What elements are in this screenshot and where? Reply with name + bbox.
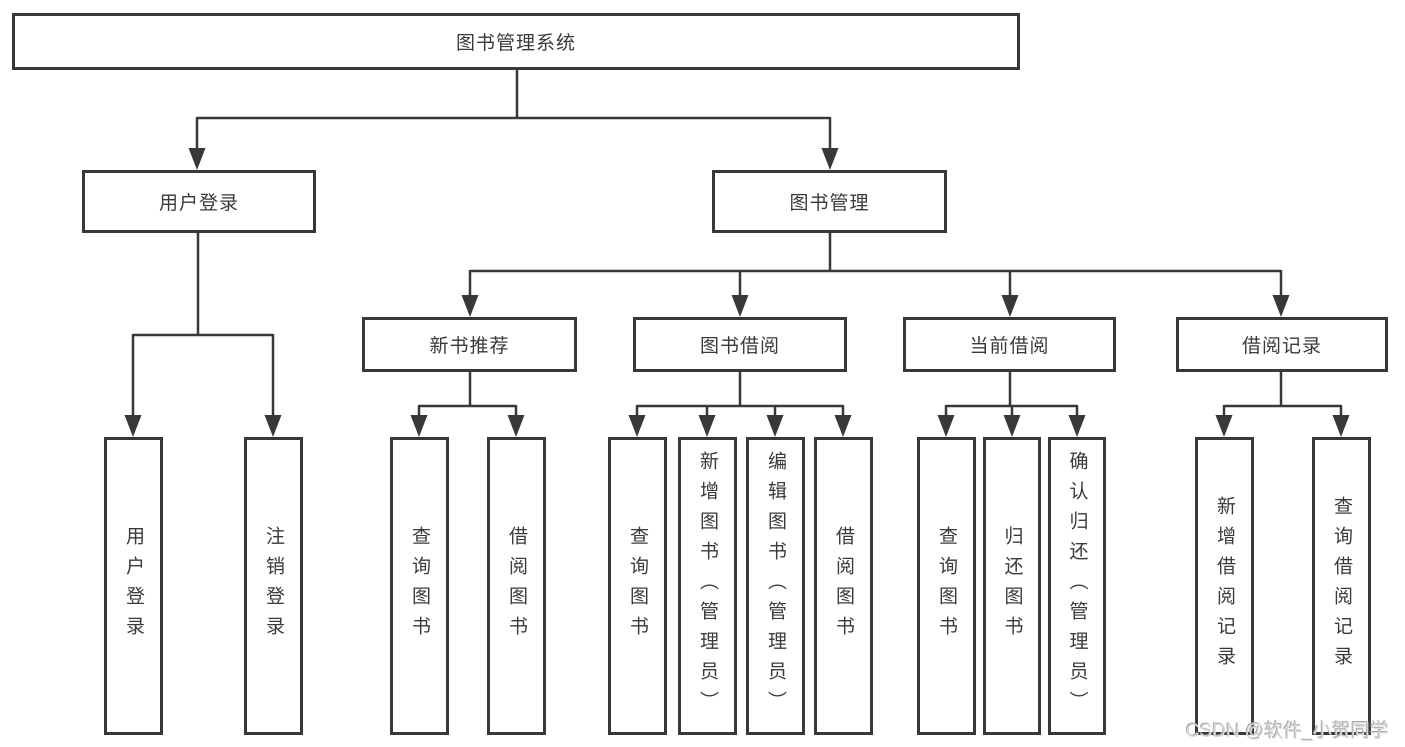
leaf-recommend-query-books: 查询图书	[390, 437, 449, 735]
leaf-recommend-borrow-books: 借阅图书	[487, 437, 546, 735]
leaf-current-query-books-label: 查询图书	[936, 526, 957, 646]
leaf-edit-books-admin: 编辑图书（管理员）	[746, 437, 805, 735]
leaf-add-books-admin-label: 新增图书（管理员）	[697, 451, 718, 721]
node-book-management-label: 图书管理	[789, 193, 870, 214]
leaf-borrow-books: 借阅图书	[814, 437, 873, 735]
leaf-confirm-return-admin-label: 确认归还（管理员）	[1066, 451, 1088, 721]
leaf-logout-label: 注销登录	[263, 526, 284, 646]
node-book-borrow: 图书借阅	[633, 317, 847, 372]
node-user-login-branch-label: 用户登录	[158, 193, 239, 214]
leaf-recommend-borrow-books-label: 借阅图书	[506, 526, 527, 646]
node-borrow-records-label: 借阅记录	[1241, 336, 1322, 357]
leaf-return-books: 归还图书	[983, 437, 1041, 735]
node-library-system-label: 图书管理系统	[455, 33, 576, 54]
node-current-borrow: 当前借阅	[903, 317, 1116, 372]
leaf-add-borrow-record-label: 新增借阅记录	[1214, 496, 1235, 676]
leaf-user-login: 用户登录	[104, 437, 163, 735]
leaf-add-borrow-record: 新增借阅记录	[1195, 437, 1254, 735]
leaf-user-login-label: 用户登录	[123, 526, 144, 646]
leaf-edit-books-admin-label: 编辑图书（管理员）	[765, 451, 786, 721]
node-current-borrow-label: 当前借阅	[969, 336, 1050, 357]
node-user-login-branch: 用户登录	[82, 170, 316, 233]
leaf-logout: 注销登录	[244, 437, 303, 735]
leaf-query-borrow-record-label: 查询借阅记录	[1331, 496, 1352, 676]
node-book-management: 图书管理	[712, 170, 947, 233]
leaf-add-books-admin: 新增图书（管理员）	[678, 437, 737, 735]
leaf-confirm-return-admin: 确认归还（管理员）	[1048, 437, 1106, 735]
leaf-borrow-query-books: 查询图书	[608, 437, 667, 735]
leaf-query-borrow-record: 查询借阅记录	[1312, 437, 1371, 735]
leaf-return-books-label: 归还图书	[1001, 526, 1023, 646]
node-new-book-recommend: 新书推荐	[362, 317, 577, 372]
watermark-text: CSDN @软件_小贺同学	[1186, 721, 1389, 742]
leaf-recommend-query-books-label: 查询图书	[409, 526, 430, 646]
leaf-current-query-books: 查询图书	[917, 437, 976, 735]
arrowheads	[124, 148, 1350, 437]
node-new-book-recommend-label: 新书推荐	[429, 336, 510, 357]
node-library-system: 图书管理系统	[12, 13, 1020, 70]
leaf-borrow-query-books-label: 查询图书	[627, 526, 648, 646]
node-borrow-records: 借阅记录	[1176, 317, 1388, 372]
leaf-borrow-books-label: 借阅图书	[833, 526, 854, 646]
node-book-borrow-label: 图书借阅	[699, 336, 780, 357]
